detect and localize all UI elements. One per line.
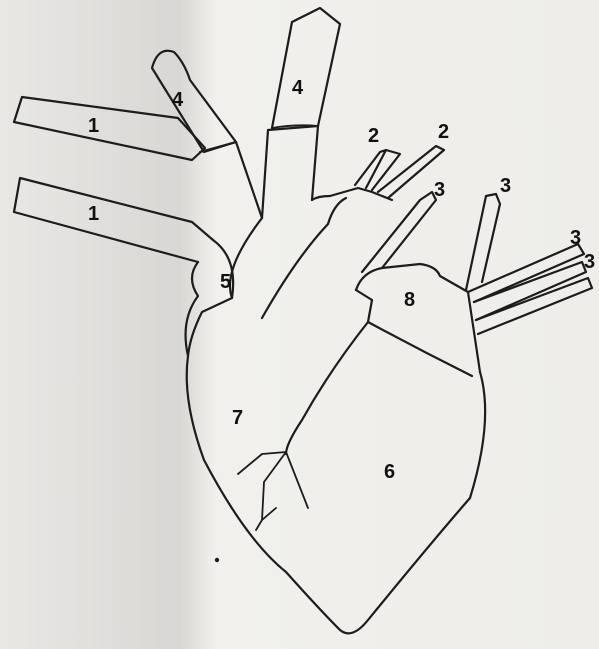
- label-2-left: 2: [368, 125, 379, 147]
- label-3-far-right-a: 3: [570, 227, 581, 249]
- label-4-right: 4: [292, 77, 304, 99]
- label-1-upper: 1: [88, 115, 99, 137]
- label-3-middle: 3: [434, 179, 445, 201]
- label-7: 7: [232, 407, 243, 429]
- label-6: 6: [384, 461, 395, 483]
- label-3-upper-right: 3: [500, 175, 511, 197]
- label-2-right: 2: [438, 121, 449, 143]
- label-1-lower: 1: [88, 203, 99, 225]
- label-5: 5: [220, 271, 231, 293]
- label-3-far-right-b: 3: [584, 251, 595, 273]
- label-8: 8: [404, 289, 415, 311]
- ink-dot: [215, 558, 219, 562]
- label-4-left: 4: [172, 89, 184, 111]
